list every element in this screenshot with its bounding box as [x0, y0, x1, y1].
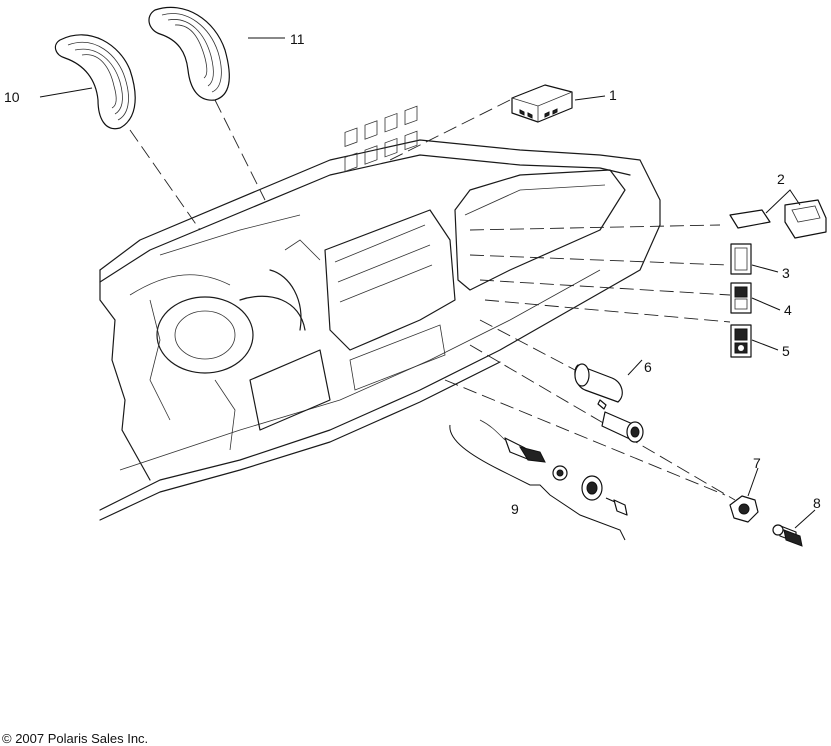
- part-6-power-outlet[interactable]: [574, 363, 644, 443]
- callout-6: 6: [644, 359, 652, 375]
- callout-7: 7: [753, 455, 761, 471]
- part-3-blank-plug[interactable]: [730, 243, 752, 275]
- callout-9: 9: [511, 501, 519, 517]
- part-7-nut[interactable]: [729, 495, 759, 523]
- callout-1: 1: [609, 87, 617, 103]
- part-9-bracket: [449, 424, 626, 541]
- callout-11: 11: [290, 31, 305, 47]
- switch-bank-openings: [344, 105, 418, 172]
- part-1-connector[interactable]: [511, 84, 573, 123]
- callout-2: 2: [777, 171, 785, 187]
- part-2-switch-covers[interactable]: [729, 199, 827, 239]
- part-8-bulb-socket[interactable]: [772, 524, 803, 547]
- callout-8: 8: [813, 495, 821, 511]
- callout-labels: 1 2 3 4 5 6 7 8 9 10 11: [4, 31, 821, 517]
- copyright-text: © 2007 Polaris Sales Inc.: [2, 731, 149, 746]
- callout-4: 4: [784, 302, 792, 318]
- assembly-leader-lines: [129, 99, 736, 501]
- callout-10: 10: [4, 89, 20, 105]
- callout-leaders: [39, 37, 816, 529]
- dashboard-assembly: [99, 105, 661, 521]
- gauge-cluster: [156, 269, 306, 374]
- part-9-ignition-kit[interactable]: [479, 419, 628, 516]
- callout-5: 5: [782, 343, 790, 359]
- part-5-rocker-switch[interactable]: [730, 324, 752, 358]
- callout-3: 3: [782, 265, 790, 281]
- part-10-grab-pad[interactable]: [54, 34, 136, 130]
- part-11-grab-pad[interactable]: [148, 6, 230, 101]
- part-4-rocker-switch[interactable]: [730, 282, 752, 314]
